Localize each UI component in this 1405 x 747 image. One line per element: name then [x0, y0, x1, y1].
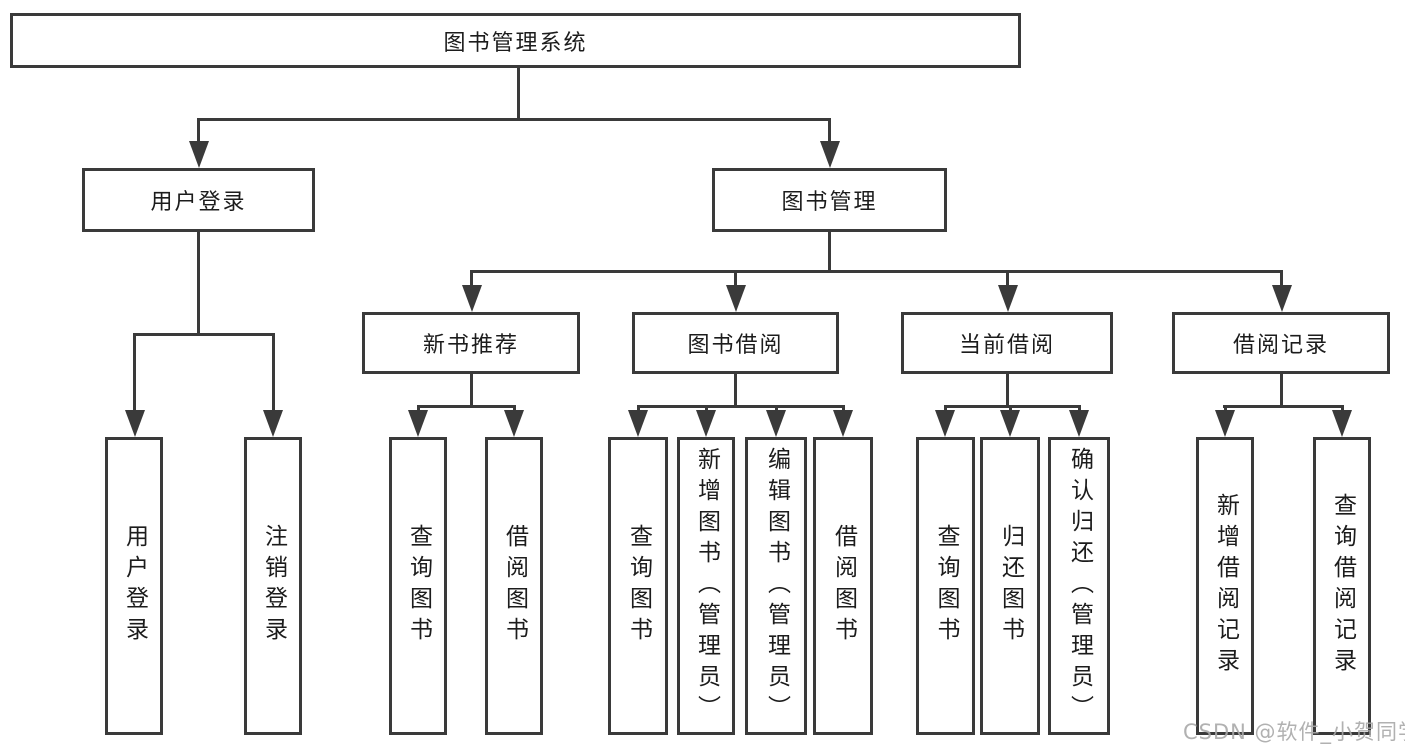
connector-line [1280, 270, 1283, 287]
connector-line [272, 333, 275, 412]
leaf-return-books: 归还图书 [980, 437, 1040, 735]
connector-line [197, 232, 200, 335]
connector-line [197, 118, 200, 144]
connector-line [470, 270, 1283, 273]
leaf-label: 借阅图书 [830, 524, 857, 648]
csdn-watermark: CSDN @软件_小贺同学 [1183, 720, 1405, 744]
leaf-add-borrowing-record: 新增借阅记录 [1196, 437, 1254, 735]
leaf-label: 查询图书 [405, 524, 432, 648]
connector-line [944, 405, 947, 413]
arrowhead-icon [408, 410, 428, 437]
arrowhead-icon [1272, 285, 1292, 312]
connector-line [470, 374, 473, 407]
connector-line [734, 374, 737, 407]
arrowhead-icon [1069, 410, 1089, 437]
arrowhead-icon [1000, 410, 1020, 437]
leaf-edit-books-admin: 编辑图书（管理员） [745, 437, 807, 735]
leaf-query-books-current: 查询图书 [916, 437, 975, 735]
node-book-borrowing: 图书借阅 [632, 312, 839, 374]
leaf-confirm-return-admin: 确认归还（管理员） [1048, 437, 1110, 735]
node-label: 新书推荐 [422, 333, 519, 358]
arrowhead-icon [125, 410, 145, 437]
arrowhead-icon [504, 410, 524, 437]
connector-line [944, 405, 1081, 408]
node-label: 图书管理 [781, 190, 878, 215]
node-user-login: 用户登录 [82, 168, 315, 232]
connector-line [1280, 374, 1283, 407]
node-label: 用户登录 [150, 190, 247, 215]
connector-line [734, 270, 737, 287]
connector-line [637, 405, 640, 413]
node-current-borrowing: 当前借阅 [901, 312, 1113, 374]
leaf-label: 用户登录 [121, 524, 148, 648]
node-book-management: 图书管理 [712, 168, 947, 232]
arrowhead-icon [263, 410, 283, 437]
connector-line [517, 68, 520, 120]
node-label: 借阅记录 [1232, 333, 1329, 358]
node-label: 图书借阅 [687, 333, 784, 358]
arrowhead-icon [696, 410, 716, 437]
leaf-label: 新增图书（管理员） [693, 446, 720, 726]
connector-line [1078, 405, 1081, 413]
connector-line [1224, 405, 1227, 413]
node-label: 当前借阅 [958, 333, 1055, 358]
connector-line [197, 118, 831, 121]
leaf-user-login: 用户登录 [105, 437, 163, 735]
arrowhead-icon [628, 410, 648, 437]
leaf-add-books-admin: 新增图书（管理员） [677, 437, 735, 735]
leaf-logout: 注销登录 [244, 437, 302, 735]
connector-line [828, 232, 831, 272]
connector-line [1341, 405, 1344, 413]
connector-line [513, 405, 516, 413]
arrowhead-icon [833, 410, 853, 437]
leaf-label: 查询借阅记录 [1329, 493, 1356, 679]
node-borrowing-records: 借阅记录 [1172, 312, 1390, 374]
arrowhead-icon [1332, 410, 1352, 437]
arrowhead-icon [189, 141, 209, 168]
arrowhead-icon [766, 410, 786, 437]
leaf-label: 新增借阅记录 [1212, 493, 1239, 679]
node-label: 图书管理系统 [443, 30, 588, 56]
connector-line [133, 333, 136, 412]
connector-line [1223, 405, 1344, 408]
connector-line [133, 333, 275, 336]
leaf-label: 编辑图书（管理员） [763, 446, 790, 726]
leaf-query-books-borrowing: 查询图书 [608, 437, 668, 735]
leaf-borrow-books-borrowing: 借阅图书 [813, 437, 873, 735]
connector-line [637, 405, 845, 408]
arrowhead-icon [998, 285, 1018, 312]
arrowhead-icon [462, 285, 482, 312]
leaf-label: 归还图书 [997, 524, 1024, 648]
node-new-book-recommendation: 新书推荐 [362, 312, 580, 374]
connector-line [1006, 270, 1009, 287]
leaf-label: 确认归还（管理员） [1066, 446, 1093, 726]
leaf-label: 借阅图书 [501, 524, 528, 648]
leaf-query-borrowing-record: 查询借阅记录 [1313, 437, 1371, 735]
connector-line [1009, 405, 1012, 413]
arrowhead-icon [726, 285, 746, 312]
leaf-label: 注销登录 [260, 524, 287, 648]
connector-line [417, 405, 516, 408]
connector-line [1006, 374, 1009, 407]
leaf-borrow-books-newbooks: 借阅图书 [485, 437, 543, 735]
arrowhead-icon [820, 141, 840, 168]
connector-line [705, 405, 708, 413]
arrowhead-icon [935, 410, 955, 437]
connector-line [842, 405, 845, 413]
arrowhead-icon [1215, 410, 1235, 437]
connector-line [470, 270, 473, 287]
connector-line [775, 405, 778, 413]
leaf-label: 查询图书 [933, 524, 959, 648]
leaf-query-books-newbooks: 查询图书 [389, 437, 447, 735]
connector-line [417, 405, 420, 413]
leaf-label: 查询图书 [625, 524, 652, 648]
node-library-management-system: 图书管理系统 [10, 13, 1021, 68]
connector-line [828, 118, 831, 144]
